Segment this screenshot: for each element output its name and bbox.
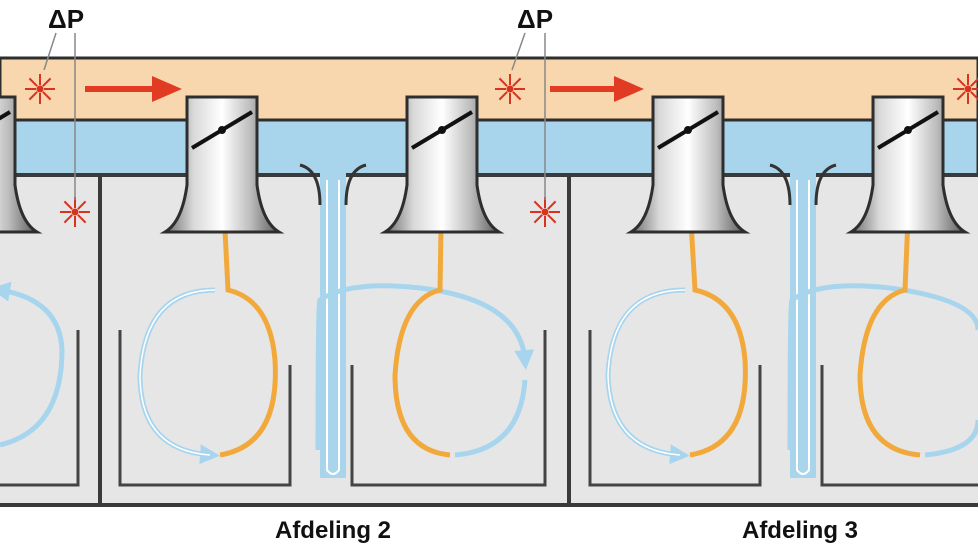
pressure-sensor-icon [495, 74, 525, 104]
ceiling-inlet-right [769, 163, 837, 478]
ceiling-inlet-left [299, 163, 367, 478]
airflow-arrow-icon [85, 76, 182, 102]
airflow-highlights [139, 289, 686, 456]
compartment-label-3: Afdeling 3 [742, 517, 858, 544]
pressure-label-right: ΔP [517, 4, 553, 34]
exhaust-valve-icon [379, 95, 505, 234]
exhaust-valve-icon [845, 95, 971, 234]
airflow-direction-arrows [85, 76, 644, 102]
pressure-label-left: ΔP [48, 4, 84, 34]
airflow-arrow-icon [550, 76, 644, 102]
pressure-sensor-icon [953, 74, 978, 104]
exhaust-valve-icon [0, 95, 43, 234]
exhaust-valves [0, 95, 971, 234]
orange-airflow-paths [212, 160, 921, 458]
exhaust-valve-icon [159, 95, 285, 234]
pressure-sensor-icon [530, 197, 560, 227]
compartment-label-2: Afdeling 2 [275, 517, 391, 544]
pen-partitions [0, 330, 978, 487]
pressure-sensor-icon [60, 197, 90, 227]
pressure-leader-lines [43, 32, 546, 200]
pressure-sensor-icon [25, 74, 55, 104]
exhaust-valve-icon [625, 95, 751, 234]
